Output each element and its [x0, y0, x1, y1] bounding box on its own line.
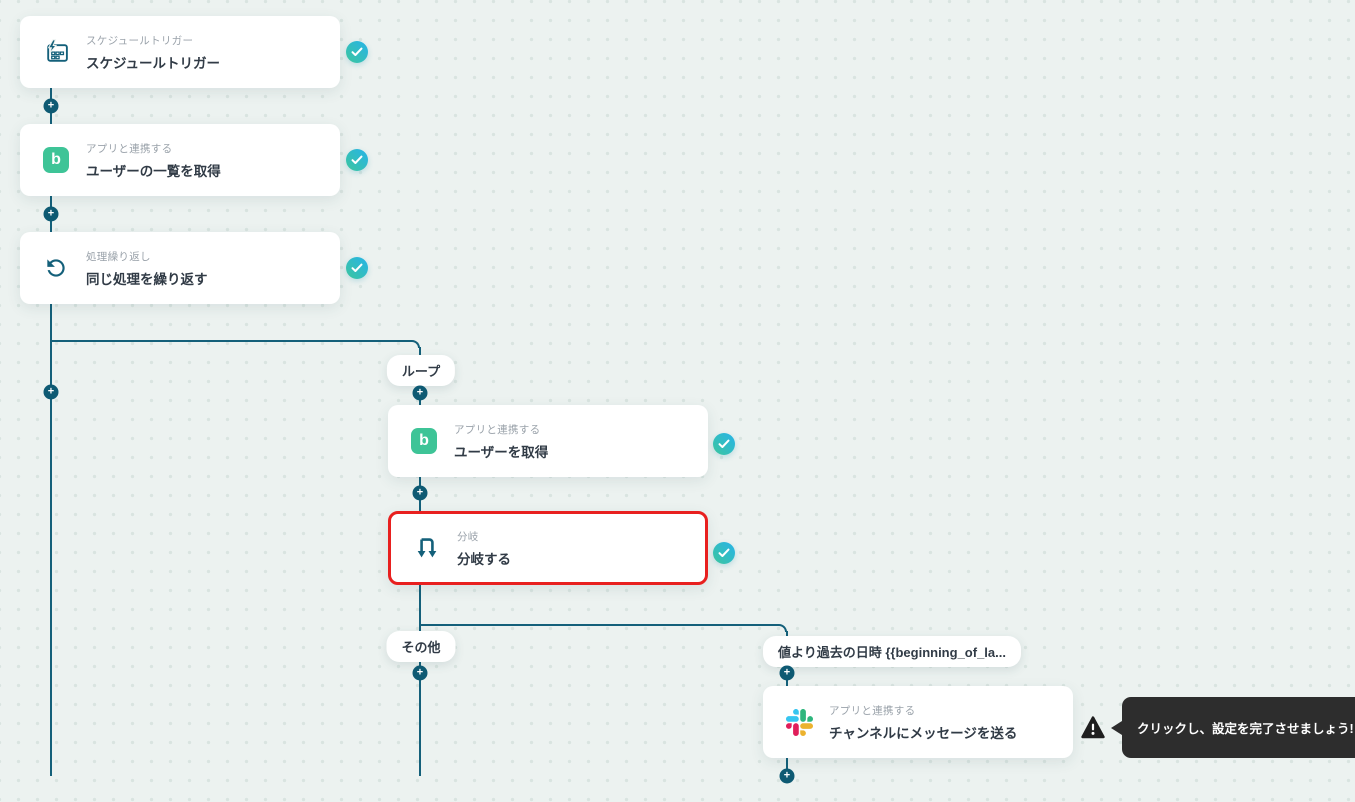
- plus-icon: +: [783, 666, 791, 679]
- add-step-button[interactable]: +: [43, 98, 59, 114]
- app-b-icon: b: [410, 427, 438, 455]
- node-title: チャンネルにメッセージを送る: [829, 725, 1018, 741]
- node-category: アプリと連携する: [829, 704, 916, 717]
- node-get-user[interactable]: b アプリと連携する ユーザーを取得: [388, 405, 708, 477]
- node-get-user-list[interactable]: b アプリと連携する ユーザーの一覧を取得: [20, 124, 340, 196]
- node-category: 分岐: [457, 530, 479, 543]
- plus-icon: +: [416, 386, 424, 399]
- branch-other-label: その他: [386, 631, 456, 662]
- node-title: ユーザーを取得: [454, 444, 549, 460]
- add-step-button[interactable]: +: [412, 665, 428, 681]
- node-category: 処理繰り返し: [86, 250, 151, 263]
- status-check-badge: [346, 257, 368, 279]
- slack-icon: [785, 708, 813, 736]
- loop-label: ループ: [386, 355, 456, 386]
- node-category: スケジュールトリガー: [86, 34, 194, 47]
- loop-icon: [42, 254, 70, 282]
- setup-tooltip: クリックし、設定を完了させましょう!: [1122, 697, 1355, 758]
- node-title: 分岐する: [457, 551, 511, 567]
- node-title: スケジュールトリガー: [86, 55, 221, 71]
- warning-icon: [1081, 716, 1105, 744]
- check-icon: [718, 439, 730, 448]
- node-title: 同じ処理を繰り返す: [86, 271, 208, 287]
- status-check-badge: [713, 433, 735, 455]
- node-category: アプリと連携する: [86, 142, 173, 155]
- connector-line: [786, 758, 788, 772]
- schedule-trigger-icon: [42, 38, 70, 66]
- tooltip-arrow: [1111, 721, 1122, 735]
- status-check-badge: [713, 542, 735, 564]
- add-step-button[interactable]: +: [779, 665, 795, 681]
- plus-icon: +: [47, 207, 55, 220]
- check-icon: [351, 263, 363, 272]
- node-branch[interactable]: 分岐 分岐する: [388, 511, 708, 585]
- node-repeat-process[interactable]: 処理繰り返し 同じ処理を繰り返す: [20, 232, 340, 304]
- node-title: ユーザーの一覧を取得: [86, 163, 221, 179]
- connector-line: [420, 624, 779, 626]
- branch-icon: [413, 534, 441, 562]
- app-b-icon: b: [42, 146, 70, 174]
- node-slack-send-message[interactable]: アプリと連携する チャンネルにメッセージを送る: [763, 686, 1073, 758]
- add-step-button[interactable]: +: [43, 206, 59, 222]
- node-category: アプリと連携する: [454, 423, 541, 436]
- check-icon: [351, 47, 363, 56]
- plus-icon: +: [783, 769, 791, 782]
- add-step-button[interactable]: +: [412, 485, 428, 501]
- add-step-button[interactable]: +: [412, 385, 428, 401]
- connector-corner: [412, 340, 420, 348]
- node-schedule-trigger[interactable]: スケジュールトリガー スケジュールトリガー: [20, 16, 340, 88]
- plus-icon: +: [47, 385, 55, 398]
- status-check-badge: [346, 149, 368, 171]
- plus-icon: +: [416, 666, 424, 679]
- check-icon: [718, 548, 730, 557]
- plus-icon: +: [47, 99, 55, 112]
- status-check-badge: [346, 41, 368, 63]
- connector-line: [51, 340, 412, 342]
- check-icon: [351, 155, 363, 164]
- connector-line: [50, 304, 52, 776]
- connector-line: [419, 347, 421, 357]
- connector-line: [419, 585, 421, 776]
- connector-corner: [779, 624, 787, 632]
- add-step-button[interactable]: +: [43, 384, 59, 400]
- plus-icon: +: [416, 486, 424, 499]
- add-step-button[interactable]: +: [779, 768, 795, 784]
- branch-condition-label: 値より過去の日時 {{beginning_of_la...: [763, 636, 1021, 667]
- connector-line: [786, 631, 788, 639]
